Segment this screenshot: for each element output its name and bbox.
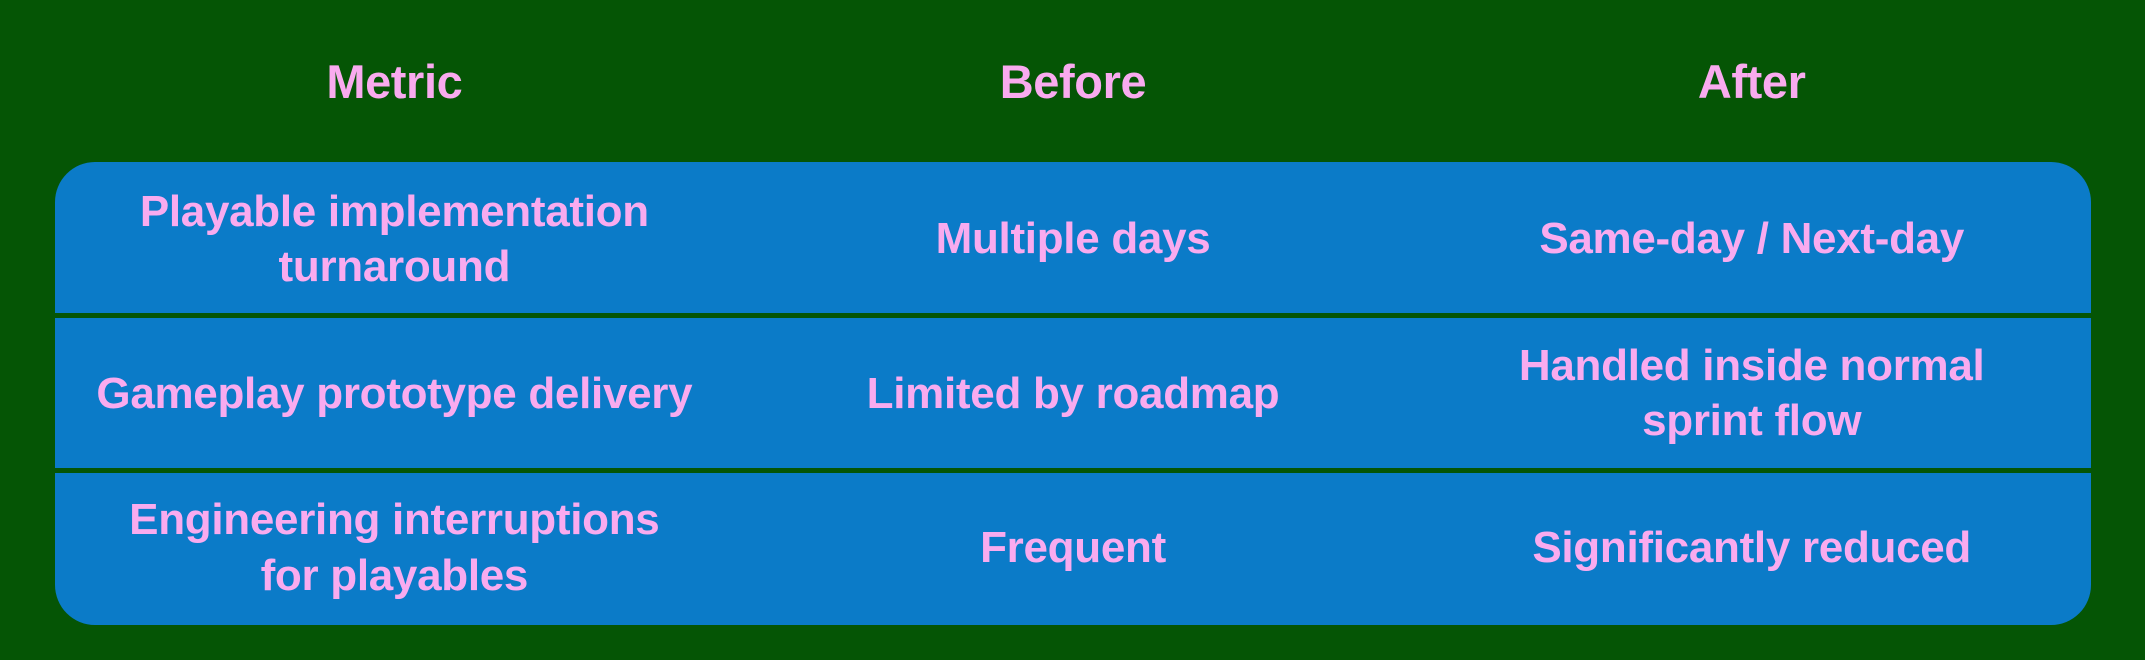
cell-after-line: sprint flow (1642, 396, 1862, 446)
table-header-row: Metric Before After (55, 40, 2091, 122)
column-header-metric: Metric (326, 54, 463, 108)
cell-before: Frequent (734, 520, 1413, 575)
cell-metric-line: Engineering interruptions (129, 495, 660, 545)
cell-before-line: Frequent (980, 523, 1166, 573)
cell-after-line: Significantly reduced (1532, 523, 1972, 573)
cell-before: Limited by roadmap (734, 366, 1413, 421)
cell-after: Significantly reduced (1412, 520, 2091, 575)
cell-metric-line: Gameplay prototype delivery (96, 368, 693, 418)
cell-before: Multiple days (734, 211, 1413, 266)
table-row: Playable implementation turnaround Multi… (55, 162, 2091, 316)
table-body-card: Playable implementation turnaround Multi… (55, 162, 2091, 625)
cell-before-line: Multiple days (935, 214, 1211, 264)
cell-metric: Engineering interruptions for playables (55, 492, 734, 603)
table-row: Engineering interruptions for playables … (55, 467, 2091, 625)
cell-metric: Gameplay prototype delivery (55, 366, 734, 421)
cell-after: Same-day / Next-day (1412, 211, 2091, 266)
cell-after-line: Handled inside normal (1518, 341, 1985, 391)
cell-metric-line: turnaround (278, 242, 511, 292)
column-header-before: Before (999, 54, 1147, 108)
cell-metric-line: Playable implementation (139, 186, 649, 236)
cell-metric: Playable implementation turnaround (55, 184, 734, 295)
table-row: Gameplay prototype delivery Limited by r… (55, 313, 2091, 470)
cell-after-line: Same-day / Next-day (1539, 214, 1965, 264)
cell-after: Handled inside normal sprint flow (1412, 338, 2091, 449)
cell-metric-line: for playables (260, 550, 529, 600)
column-header-after: After (1697, 54, 1806, 108)
cell-before-line: Limited by roadmap (866, 368, 1280, 418)
